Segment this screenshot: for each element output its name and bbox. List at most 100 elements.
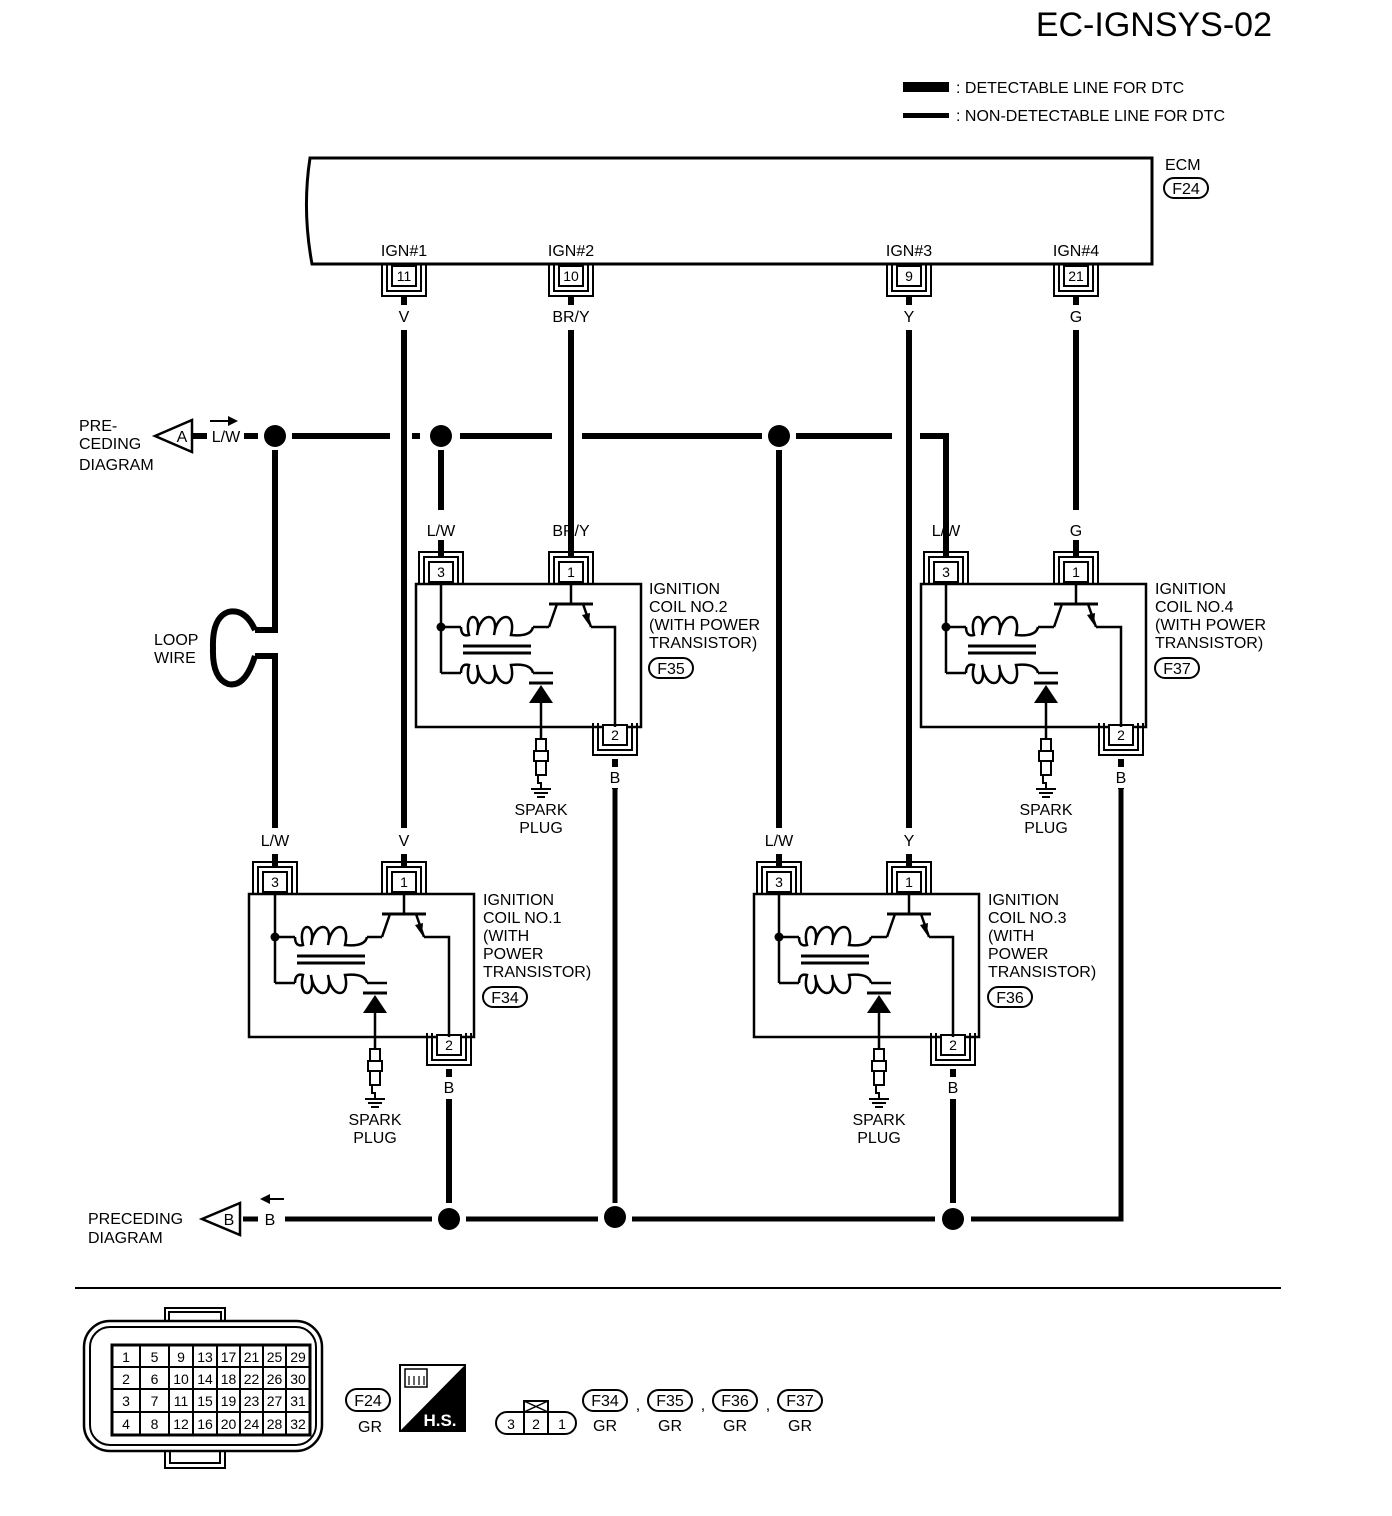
separator: , xyxy=(636,1397,640,1414)
wire-color-lw-a: L/W xyxy=(212,429,241,446)
f24-cavity: 2 xyxy=(122,1371,130,1387)
splice-point xyxy=(942,1208,964,1230)
ground-bus xyxy=(243,788,1124,1222)
coil-name: TRANSISTOR) xyxy=(1155,635,1263,652)
f24-cavity: 15 xyxy=(197,1393,213,1409)
spark-plug-icon xyxy=(1036,738,1056,798)
wire-color: V xyxy=(399,309,410,326)
hs-label: H.S. xyxy=(423,1411,456,1430)
arrow-right-icon xyxy=(210,416,238,426)
spark-plug-icon xyxy=(869,1048,889,1108)
f24-cavity: 30 xyxy=(290,1371,306,1387)
connector-b-label-2: DIAGRAM xyxy=(88,1230,163,1247)
coil-housing xyxy=(414,582,643,729)
pin-number: 3 xyxy=(775,874,783,890)
pin-number: 11 xyxy=(397,268,412,284)
wire-color: L/W xyxy=(261,833,290,850)
power-transistor-icon xyxy=(380,894,451,1037)
f24-cavity: 11 xyxy=(174,1393,189,1409)
spark-plug-label: PLUG xyxy=(1024,820,1068,837)
pin-number: 9 xyxy=(905,268,913,284)
wire-color: G xyxy=(1070,309,1082,326)
splice-point xyxy=(438,1208,460,1230)
f24-cavity: 29 xyxy=(290,1349,306,1365)
pin-number: 1 xyxy=(567,564,575,580)
pin-number: 1 xyxy=(905,874,913,890)
ecm-unit: ECM F24 xyxy=(304,156,1209,266)
lw-drops xyxy=(209,450,949,828)
coil-connector: F35 xyxy=(657,661,685,678)
pin-number: 2 xyxy=(949,1037,957,1053)
coil-ref-color: GR xyxy=(658,1418,682,1435)
coil-name: POWER xyxy=(483,946,543,963)
pin-number: 2 xyxy=(611,727,619,743)
f24-cavity: 32 xyxy=(290,1416,306,1432)
coil-connector-view: 3 2 1 xyxy=(495,1400,577,1435)
diode-icon xyxy=(867,995,891,1013)
coil-connector: F36 xyxy=(996,990,1024,1007)
f24-cavity: 27 xyxy=(267,1393,283,1409)
coil-name: (WITH POWER xyxy=(649,617,760,634)
coil-connector-badge xyxy=(987,986,1033,1008)
wire-color: B xyxy=(444,1080,455,1097)
pin-number: 1 xyxy=(400,874,408,890)
coil-ref-connector: F36 xyxy=(721,1393,749,1410)
pin-number: 3 xyxy=(942,564,950,580)
spark-plug-label: PLUG xyxy=(353,1130,397,1147)
coil-pin-2: 2 xyxy=(1098,723,1144,756)
coil-connector-pin: 1 xyxy=(558,1416,566,1432)
f24-cavity: 31 xyxy=(290,1393,306,1409)
coil-pin-3: 3 xyxy=(252,861,298,894)
lw-bus xyxy=(192,433,949,545)
spark-plug-icon xyxy=(365,1048,385,1108)
f24-cavity: 17 xyxy=(221,1349,237,1365)
f24-cavity: 20 xyxy=(221,1416,237,1432)
coil-connector-pin: 2 xyxy=(532,1416,540,1432)
coil-name: COIL NO.3 xyxy=(988,910,1067,927)
ecm-terminal: IGN#39Y xyxy=(886,243,932,326)
wire-color: L/W xyxy=(765,833,794,850)
coil-pin-3: 3 xyxy=(756,861,802,894)
non-detectable-line-swatch xyxy=(903,113,949,118)
splice-point xyxy=(264,425,286,447)
coil-name: COIL NO.4 xyxy=(1155,599,1234,616)
ecm-name: ECM xyxy=(1165,157,1201,174)
coil-ref-color: GR xyxy=(593,1418,617,1435)
spark-plug-label: PLUG xyxy=(857,1130,901,1147)
page-id: EC-IGNSYS-02 xyxy=(1036,6,1272,44)
f24-cavity: 13 xyxy=(197,1349,213,1365)
f24-color: GR xyxy=(358,1419,382,1436)
coil-ref-color: GR xyxy=(723,1418,747,1435)
f24-cavity: 26 xyxy=(267,1371,283,1387)
wire-color: B xyxy=(610,770,621,787)
spark-plug-label: SPARK xyxy=(852,1112,905,1129)
connector-a-label-3: DIAGRAM xyxy=(79,457,154,474)
coil-connector-badge xyxy=(482,986,528,1008)
spark-plug-label: SPARK xyxy=(1019,802,1072,819)
f24-cavity: 21 xyxy=(244,1349,260,1365)
f24-cavity: 23 xyxy=(244,1393,260,1409)
f24-badge xyxy=(345,1388,391,1412)
detectable-line-swatch xyxy=(903,82,949,92)
coil-ref-connector: F37 xyxy=(786,1393,814,1410)
coil-connector-pin: 3 xyxy=(507,1416,515,1432)
coil-name: COIL NO.2 xyxy=(649,599,728,616)
pin-number: 2 xyxy=(445,1037,453,1053)
coil-pin-1: 1 xyxy=(1053,551,1099,584)
f24-cavity: 6 xyxy=(151,1371,159,1387)
ecm-box xyxy=(304,156,1154,266)
wire-color: Y xyxy=(904,833,915,850)
separator: , xyxy=(766,1397,770,1414)
wire-color: B xyxy=(1116,770,1127,787)
coil-pin-3: 3 xyxy=(418,551,464,584)
ecm-connector: F24 xyxy=(1172,181,1200,198)
f24-cavity: 5 xyxy=(151,1349,159,1365)
f24-cavity: 25 xyxy=(267,1349,283,1365)
